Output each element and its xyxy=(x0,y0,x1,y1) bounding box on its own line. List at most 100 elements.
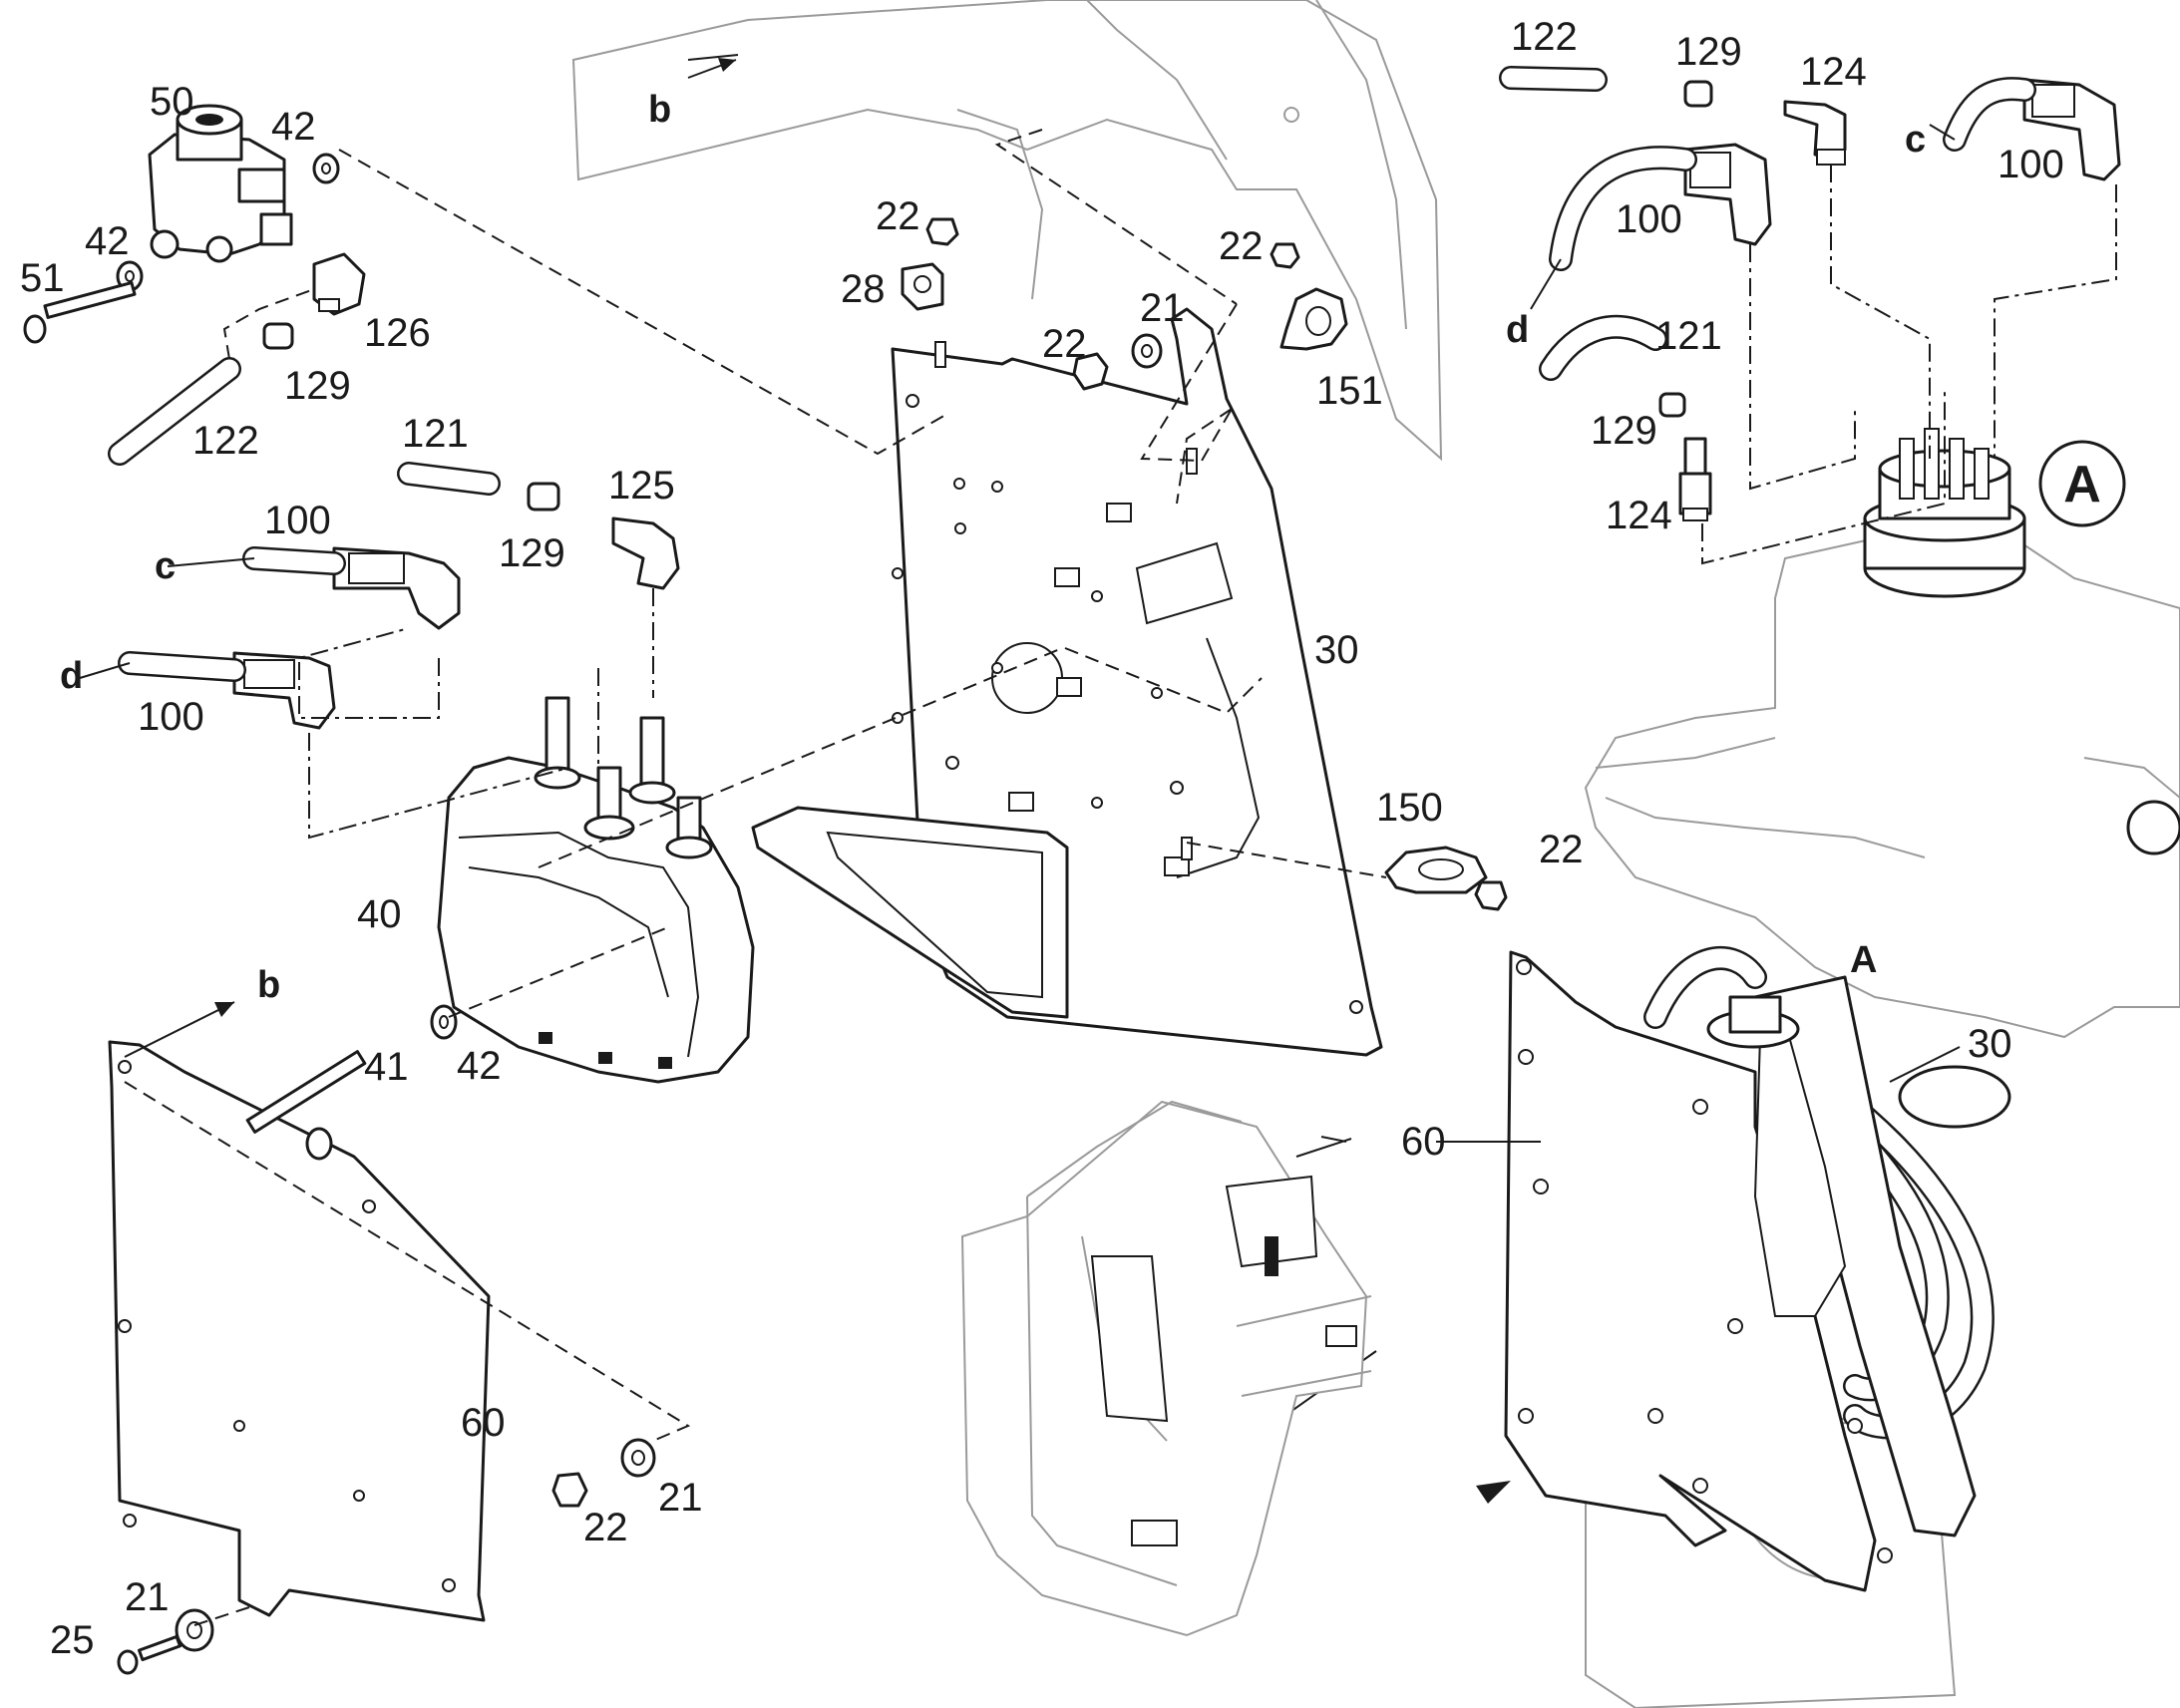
connector-100-c-right xyxy=(2022,78,2121,181)
callout-42: 42 xyxy=(271,105,316,149)
callout-121: 121 xyxy=(1655,314,1722,358)
callout-129: 129 xyxy=(499,531,565,575)
callout-41: 41 xyxy=(364,1045,409,1089)
callout-22: 22 xyxy=(1539,828,1584,871)
ref-letter-c: c xyxy=(155,545,176,587)
callout-21: 21 xyxy=(125,1575,170,1619)
callout-30: 30 xyxy=(1314,628,1359,672)
callout-21: 21 xyxy=(1140,286,1185,330)
detail-a-marker: A xyxy=(2038,440,2126,527)
hose-122-left xyxy=(108,357,241,466)
tank-assembly xyxy=(1584,428,2180,1039)
callout-122: 122 xyxy=(1511,15,1578,59)
hose-100-c-right xyxy=(1943,77,2036,152)
washer-21-mid xyxy=(1131,333,1163,369)
clamp-28 xyxy=(901,262,944,311)
connector-100-c-left xyxy=(332,546,461,630)
reference-letters: b b c c d d A xyxy=(60,89,1926,1006)
callout-42: 42 xyxy=(457,1044,502,1088)
assembly-lines xyxy=(124,129,2117,1626)
callout-22: 22 xyxy=(1042,322,1087,366)
callout-122: 122 xyxy=(192,419,259,463)
detail-a-assembly xyxy=(1504,946,2011,1708)
callout-30: 30 xyxy=(1968,1022,2012,1066)
washer-21-bottom xyxy=(175,1608,214,1652)
callout-60: 60 xyxy=(461,1401,506,1445)
detail-a-marker-label: A xyxy=(2063,456,2101,513)
arrow-b-panel xyxy=(124,1001,235,1058)
callout-129: 129 xyxy=(1675,30,1742,74)
hose-100-d-left xyxy=(118,651,246,682)
inset-frame-assembly xyxy=(960,1100,1372,1637)
pump-40 xyxy=(437,696,755,1084)
nut-22-top xyxy=(925,217,959,246)
callout-40: 40 xyxy=(357,892,402,936)
hose-100-c-left xyxy=(242,546,346,575)
ref-letter-b: b xyxy=(257,964,280,1006)
nut-22-panel xyxy=(551,1472,588,1508)
hose-121-right xyxy=(1539,314,1667,381)
callout-124: 124 xyxy=(1606,494,1672,537)
hose-100-top xyxy=(1549,146,1697,271)
callout-42: 42 xyxy=(85,219,130,263)
callout-22: 22 xyxy=(1219,224,1264,268)
ref-letter-d: d xyxy=(1506,309,1529,351)
background-housing xyxy=(571,0,1443,462)
leader-lines xyxy=(79,54,1961,1143)
nut-22-mid xyxy=(1072,352,1109,391)
callouts: 50 42 42 51 126 129 122 121 125 129 100 … xyxy=(20,15,2064,1662)
callout-100: 100 xyxy=(138,695,204,739)
callout-50: 50 xyxy=(150,80,194,124)
clip-129-top-right xyxy=(1683,80,1713,108)
callout-60: 60 xyxy=(1401,1120,1446,1164)
screw-25 xyxy=(117,1634,182,1675)
connector-100-top xyxy=(1683,143,1772,246)
hose-121-center xyxy=(397,462,501,496)
ref-letter-d: d xyxy=(60,655,83,697)
callout-22: 22 xyxy=(876,194,920,238)
cover-plate-60 xyxy=(108,1040,491,1622)
clamp-150 xyxy=(1384,846,1488,894)
ref-letter-c: c xyxy=(1905,119,1926,161)
valve-50 xyxy=(148,104,293,263)
fitting-124-lower xyxy=(1678,437,1712,521)
clip-129-center xyxy=(527,482,560,512)
callout-150: 150 xyxy=(1376,786,1443,830)
clip-129-lower-right xyxy=(1658,392,1686,418)
bolt-41 xyxy=(245,1050,367,1161)
callout-151: 151 xyxy=(1316,369,1383,413)
callout-129: 129 xyxy=(284,364,351,408)
fitting-125 xyxy=(611,516,680,590)
callout-121: 121 xyxy=(402,412,469,456)
ref-letter-b: b xyxy=(648,89,671,131)
callout-100: 100 xyxy=(1616,197,1682,241)
arrow-b-top xyxy=(687,58,737,79)
washer-21-panel xyxy=(620,1438,656,1478)
arrow-to-detail xyxy=(1476,1481,1511,1504)
bracket-30 xyxy=(751,307,1383,1057)
connector-100-d-left xyxy=(232,651,336,730)
callout-100: 100 xyxy=(1998,143,2064,186)
callout-28: 28 xyxy=(841,267,886,311)
washer-42-valve-top xyxy=(312,153,340,184)
callout-22: 22 xyxy=(583,1506,628,1549)
callout-124: 124 xyxy=(1800,50,1867,94)
clamp-151 xyxy=(1279,287,1348,351)
washer-42-pump xyxy=(430,1004,458,1040)
callout-51: 51 xyxy=(20,256,65,300)
callout-129: 129 xyxy=(1591,409,1657,453)
bolt-51 xyxy=(23,281,137,344)
fitting-124-top xyxy=(1783,100,1847,166)
nut-22-clamp150 xyxy=(1474,880,1508,911)
nut-22-right xyxy=(1270,242,1300,269)
callout-126: 126 xyxy=(364,311,431,355)
hose-122-right xyxy=(1499,66,1608,92)
callout-21: 21 xyxy=(658,1476,703,1520)
callout-25: 25 xyxy=(50,1618,95,1662)
callout-125: 125 xyxy=(608,464,675,508)
callout-100: 100 xyxy=(264,499,331,542)
ref-letter-a: A xyxy=(1850,939,1877,981)
clip-129-left xyxy=(262,322,294,350)
fitting-126 xyxy=(312,252,366,316)
